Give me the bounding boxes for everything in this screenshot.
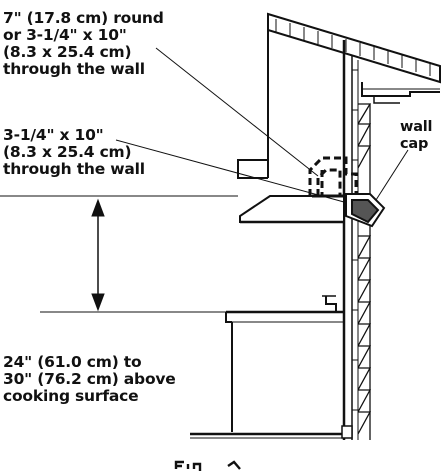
duct-size-label-top-line4: through the wall [3,60,145,78]
wall-cap-label-line2: cap [400,136,429,152]
wall-cap [345,193,386,228]
range-cooktop [225,295,344,432]
duct-size-label-top: 7" (17.8 cm) round or 3-1/4" x 10" (8.3 … [3,10,164,78]
duct-size-label-top-line2: or 3-1/4" x 10" [3,26,127,44]
upper-cabinet [237,20,269,179]
roof-eave [267,12,441,104]
mounting-height-label-line2: 30" (76.2 cm) above [3,370,176,388]
wall-cap-label-line1: wall [400,119,433,135]
arrow-up-icon [91,198,105,217]
floor [190,425,353,439]
height-dimension [91,198,105,312]
duct-size-label-middle-line3: through the wall [3,160,145,178]
mounting-height-label-line1: 24" (61.0 cm) to [3,353,142,371]
duct-size-label-middle-line2: (8.3 x 25.4 cm) [3,143,132,161]
duct-size-label-middle: 3-1/4" x 10" (8.3 x 25.4 cm) through the… [3,127,145,178]
duct-dashed-outline [308,156,358,196]
mounting-height-label-line3: cooking surface [3,387,139,405]
duct-size-label-middle-line1: 3-1/4" x 10" [3,126,104,144]
mounting-height-label: 24" (61.0 cm) to 30" (76.2 cm) above coo… [3,354,176,405]
exterior-wall [342,40,359,440]
duct-size-label-top-line3: (8.3 x 25.4 cm) [3,43,132,61]
arrow-down-icon [91,293,105,312]
exterior-siding [357,103,372,440]
leader-wallcap [375,149,409,201]
wall-cap-label: wall cap [400,119,433,153]
figure-caption-partial [174,460,241,471]
leader-lines [0,47,409,313]
duct-size-label-top-line1: 7" (17.8 cm) round [3,9,164,27]
leader-top-to-duct [155,47,319,177]
leader-mid-to-wall [115,139,345,203]
range-hood [239,194,345,224]
